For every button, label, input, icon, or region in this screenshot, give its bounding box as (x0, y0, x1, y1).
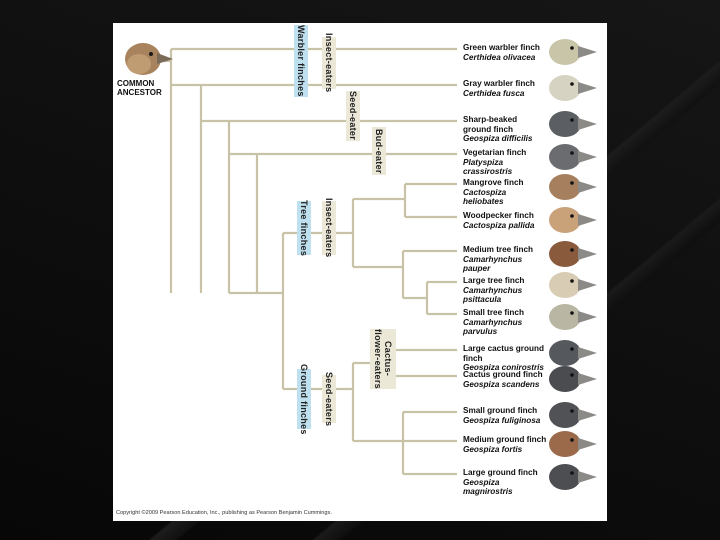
finch-head-icon (545, 268, 599, 302)
species-common-name: Green warbler finch (463, 43, 547, 53)
species-scientific-name: Cactospiza pallida (463, 221, 547, 231)
finch-head-icon (545, 362, 599, 396)
species-scientific-name: Camarhynchus pauper (463, 255, 547, 274)
cactus-flower-eaters-label: Cactus-flower-eaters (370, 329, 396, 389)
finch-head-icon (545, 203, 599, 237)
ground-finches-label: Ground finches (297, 369, 311, 429)
finch-head-icon (545, 427, 599, 461)
warbler-insect-eaters-label: Insect-eaters (322, 37, 336, 89)
species-scientific-name: Geospiza difficilis (463, 134, 547, 144)
finch-head-icon (545, 237, 599, 271)
copyright-text: Copyright ©2009 Pearson Education, Inc.,… (116, 510, 332, 516)
species-scientific-name: Certhidea fusca (463, 89, 547, 99)
bud-eater-label: Bud-eater (372, 127, 386, 175)
phylogeny-diagram: COMMON ANCESTOR Warbler finches Insect-e… (113, 23, 607, 521)
species-scientific-name: Certhidea olivacea (463, 53, 547, 63)
ground-seed-eaters-label: Seed-eaters (322, 375, 336, 423)
finch-head-icon (545, 35, 599, 69)
species-common-name: Small ground finch (463, 406, 547, 416)
finch-head-icon (545, 140, 599, 174)
warbler-finches-label: Warbler finches (294, 25, 308, 97)
finch-head-icon (545, 107, 599, 141)
species-scientific-name: Geospiza fuliginosa (463, 416, 547, 426)
species-common-name: Vegetarian finch (463, 148, 547, 158)
common-ancestor-label: COMMON ANCESTOR (117, 79, 177, 97)
species-common-name: Sharp-beaked ground finch (463, 115, 547, 134)
species-scientific-name: Geospiza magnirostris (463, 478, 547, 497)
species-scientific-name: Geospiza fortis (463, 445, 547, 455)
species-common-name: Large tree finch (463, 276, 547, 286)
finch-head-icon (545, 170, 599, 204)
species-scientific-name: Geospiza scandens (463, 380, 547, 390)
species-common-name: Woodpecker finch (463, 211, 547, 221)
species-common-name: Large ground finch (463, 468, 547, 478)
species-common-name: Large cactus ground finch (463, 344, 547, 363)
species-common-name: Gray warbler finch (463, 79, 547, 89)
species-common-name: Medium tree finch (463, 245, 547, 255)
finch-head-icon (545, 300, 599, 334)
species-scientific-name: Camarhynchus parvulus (463, 318, 547, 337)
ancestor-bird-icon (121, 37, 177, 77)
species-common-name: Small tree finch (463, 308, 547, 318)
species-scientific-name: Platyspiza crassirostris (463, 158, 547, 177)
tree-finches-label: Tree finches (297, 201, 311, 255)
species-common-name: Mangrove finch (463, 178, 547, 188)
seed-eater-label: Seed-eater (346, 91, 360, 141)
finch-head-icon (545, 460, 599, 494)
species-common-name: Medium ground finch (463, 435, 547, 445)
finch-head-icon (545, 71, 599, 105)
species-scientific-name: Camarhynchus psittacula (463, 286, 547, 305)
species-common-name: Cactus ground finch (463, 370, 547, 380)
species-scientific-name: Cactospiza heliobates (463, 188, 547, 207)
tree-insect-eaters-label: Insect-eaters (322, 201, 336, 255)
